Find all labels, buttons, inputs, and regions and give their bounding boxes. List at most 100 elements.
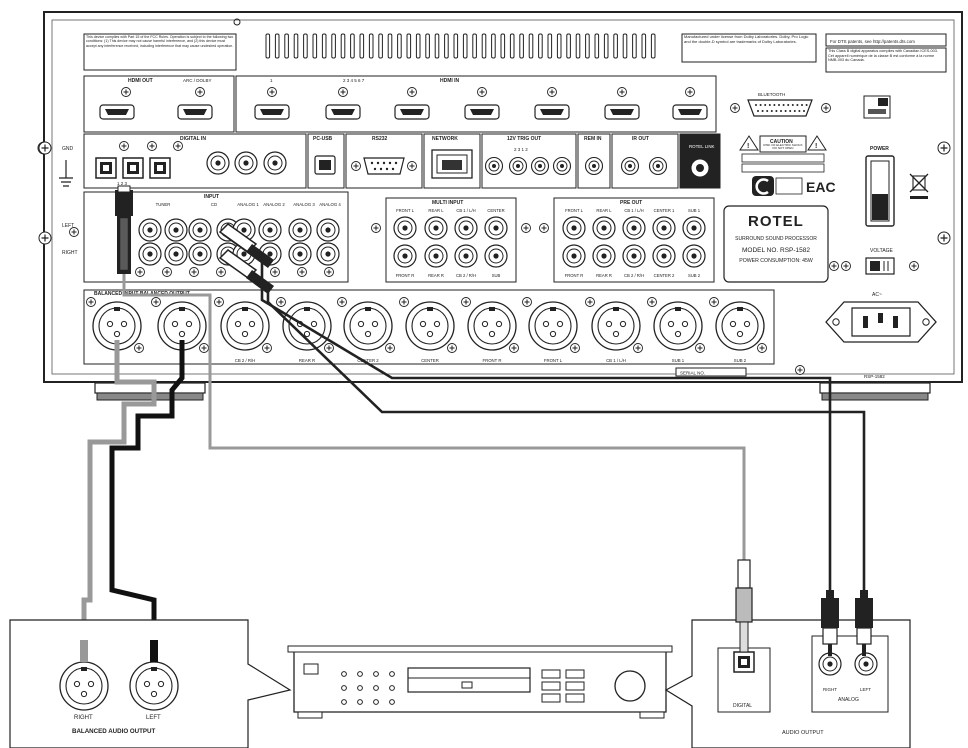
pre-out-jack-bottom-4[interactable]	[652, 244, 676, 268]
hdmi-in-port-2[interactable]	[325, 104, 361, 120]
analog-input-left-8[interactable]	[316, 218, 340, 242]
pre-out-jack-top-2[interactable]	[592, 216, 616, 240]
trigger-out-1[interactable]	[484, 156, 504, 176]
optical-in-1[interactable]	[95, 157, 117, 179]
analog-input-left-6[interactable]	[258, 218, 282, 242]
network-port[interactable]	[431, 149, 473, 179]
analog-input-left-7[interactable]	[288, 218, 312, 242]
bluetooth-port[interactable]: BLUETOOTH	[730, 92, 831, 117]
hdmi-in-port-6[interactable]	[604, 104, 640, 120]
multi-input-jack-top-3[interactable]	[454, 216, 478, 240]
pre-out-jack-top-5[interactable]	[682, 216, 706, 240]
hdmi-in-screw	[477, 87, 487, 97]
analog-input-left-3[interactable]	[188, 218, 212, 242]
optical-in-3[interactable]	[149, 157, 171, 179]
certification-icons: EAC	[752, 176, 836, 196]
ir-out-section: IR OUT	[611, 133, 679, 189]
pc-usb-port[interactable]	[314, 155, 336, 175]
source-balanced-right: RIGHT	[74, 715, 93, 721]
source-analog-left[interactable]	[854, 652, 878, 676]
multi-input-jack-top-2[interactable]	[424, 216, 448, 240]
pre-out-jack-bottom-2[interactable]	[592, 244, 616, 268]
pre-out-jack-bottom-1[interactable]	[562, 244, 586, 268]
network-section: NETWORK	[423, 133, 481, 189]
analog-input-left-1[interactable]	[138, 218, 162, 242]
pre-out-jack-top-1[interactable]	[562, 216, 586, 240]
serial-plate: SERIAL NO. RSP-1582	[675, 367, 885, 379]
rotel-link-port[interactable]: ROTEL LINK	[679, 133, 721, 189]
ir-out-1[interactable]	[620, 156, 640, 176]
xlr-jack-7[interactable]	[467, 301, 517, 351]
source-xlr-right[interactable]	[59, 661, 109, 711]
hdmi-out-port-1[interactable]	[99, 104, 135, 120]
xlr-jack-10[interactable]	[653, 301, 703, 351]
hdmi-in-port-1[interactable]	[254, 104, 290, 120]
multi-input-label: MULTI INPUT	[432, 200, 463, 206]
power-switch[interactable]: POWER	[865, 146, 895, 227]
trigger-out-2[interactable]	[508, 156, 528, 176]
source-digital-out[interactable]	[733, 651, 755, 673]
multi-input-jack-top-4[interactable]	[484, 216, 508, 240]
multi-input-jack-bottom-4[interactable]	[484, 244, 508, 268]
xlr-screw	[695, 343, 705, 353]
source-balanced-caption: BALANCED AUDIO OUTPUT	[72, 728, 156, 735]
gnd-terminal[interactable]: GND	[37, 141, 74, 187]
xlr-jack-9[interactable]	[591, 301, 641, 351]
multi-input-jack-bottom-2[interactable]	[424, 244, 448, 268]
pre-out-jack-bottom-3[interactable]	[622, 244, 646, 268]
hdmi-in-port-5[interactable]	[534, 104, 570, 120]
coax-in-2[interactable]	[234, 151, 258, 175]
xlr-screw	[647, 297, 657, 307]
trigger-out-3[interactable]	[530, 156, 550, 176]
input-column-label: ANALOG 2	[263, 202, 285, 207]
trigger-out-4[interactable]	[552, 156, 572, 176]
coax-in-3[interactable]	[263, 151, 287, 175]
xlr-screw	[447, 343, 457, 353]
xlr-screw	[324, 343, 334, 353]
vent-slot	[622, 33, 628, 59]
xlr-jack-label: FRONT R	[482, 358, 501, 363]
analog-input-right-3[interactable]	[188, 242, 212, 266]
hdmi-out-section: HDMI OUT ARC / DOLBY	[83, 75, 235, 133]
hdmi-in-port-3[interactable]	[394, 104, 430, 120]
pre-out-jack-top-4[interactable]	[652, 216, 676, 240]
multi-input-jack-bottom-3[interactable]	[454, 244, 478, 268]
optical-in-2[interactable]	[122, 157, 144, 179]
pre-out-jack-bottom-5[interactable]	[682, 244, 706, 268]
analog-input-left-2[interactable]	[164, 218, 188, 242]
analog-screw	[297, 267, 307, 277]
dolby-notice: Manufactured under license from Dolby La…	[681, 33, 817, 63]
rs232-port[interactable]	[351, 157, 417, 175]
xlr-jack-3[interactable]	[220, 301, 270, 351]
analog-input-right-2[interactable]	[164, 242, 188, 266]
cables	[81, 185, 866, 660]
hdmi-out-port-2[interactable]	[177, 104, 213, 120]
analog-input-right-7[interactable]	[288, 242, 312, 266]
hdmi-in-port-7[interactable]	[672, 104, 708, 120]
analog-input-right-1[interactable]	[138, 242, 162, 266]
vent-slot	[575, 33, 581, 59]
multi-input-jack-bottom-1[interactable]	[393, 244, 417, 268]
xlr-screw	[262, 343, 272, 353]
source-analog-right[interactable]	[818, 652, 842, 676]
xlr-jack-5[interactable]	[343, 301, 393, 351]
analog-input-right-8[interactable]	[316, 242, 340, 266]
hdmi-in-port-4[interactable]	[464, 104, 500, 120]
source-xlr-left[interactable]	[129, 661, 179, 711]
vent-slot	[274, 33, 280, 59]
voltage-selector[interactable]: VOLTAGE	[841, 248, 919, 275]
rem-in-port[interactable]	[584, 156, 604, 176]
pc-usb-section: PC-USB	[307, 133, 345, 189]
xlr-jack-8[interactable]	[528, 301, 578, 351]
multi-input-jack-top-1[interactable]	[393, 216, 417, 240]
ac-inlet[interactable]: AC~	[825, 292, 937, 343]
xlr-jack-6[interactable]	[405, 301, 455, 351]
xlr-jack-11[interactable]	[715, 301, 765, 351]
coax-in-1[interactable]	[206, 151, 230, 175]
cd-player	[287, 645, 673, 719]
ir-out-2[interactable]	[648, 156, 668, 176]
pre-out-jack-top-3[interactable]	[622, 216, 646, 240]
xlr-screw	[337, 297, 347, 307]
